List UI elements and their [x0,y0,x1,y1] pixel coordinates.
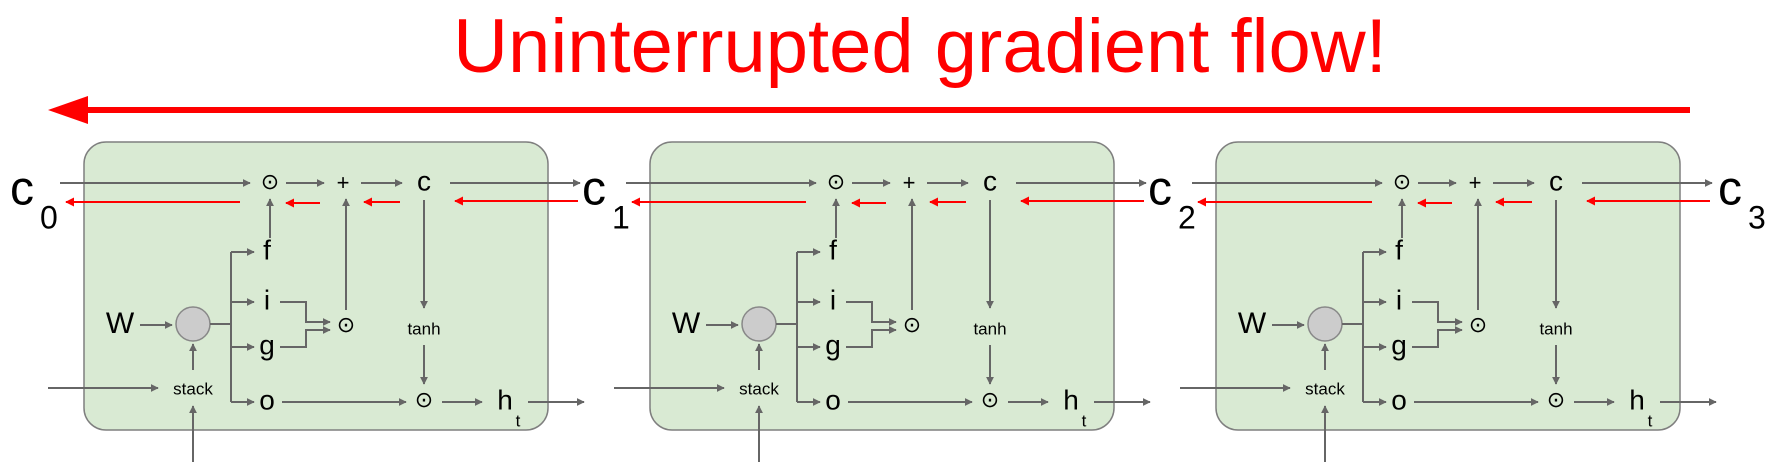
cell-state-subscript: 2 [1178,199,1196,235]
hidden-state-label: h [497,384,513,415]
cell-state-subscript: 3 [1748,199,1766,235]
weight-label: W [672,307,701,340]
stack-node [741,306,777,342]
gate-i-label: i [830,284,836,315]
gate-f-label: f [829,234,837,265]
tanh-label: tanh [1539,319,1572,338]
tanh-label: tanh [407,319,440,338]
cell-box [83,141,549,431]
g-to-mult-arrow [280,326,331,348]
gate-f-label: f [263,234,271,265]
cell-state-label: c [1549,165,1563,196]
gate-g-label: g [1391,329,1407,360]
input-multiply-icon: ⊙ [1469,312,1487,337]
gate-g-label: g [259,329,275,360]
stack-label: stack [739,379,779,398]
i-to-mult-arrow [1412,301,1463,326]
input-multiply-icon: ⊙ [903,312,921,337]
stack-label: stack [1305,379,1345,398]
forget-multiply-icon: ⊙ [1393,169,1411,194]
backward-gradient-arrow [48,96,1690,124]
gate-g-label: g [825,329,841,360]
cell-state-label: c [417,165,431,196]
cell-state-main: c [582,163,606,216]
gate-i-label: i [1396,284,1402,315]
output-multiply-icon: ⊙ [415,387,433,412]
plus-icon: + [1469,170,1482,195]
g-to-mult-arrow [1412,326,1463,348]
gate-i-label: i [264,284,270,315]
i-to-mult-arrow [846,301,897,326]
weight-label: W [106,307,135,340]
cell-state-1: c1 [582,163,630,236]
plus-icon: + [337,170,350,195]
stack-label: stack [173,379,213,398]
hidden-state-subscript: t [1082,411,1087,430]
stack-node [175,306,211,342]
hidden-state-label: h [1629,384,1645,415]
g-to-mult-arrow [846,326,897,348]
i-to-mult-arrow [280,301,331,326]
cell-state-3: c3 [1718,163,1766,236]
stack-node [1307,306,1343,342]
title: Uninterrupted gradient flow! [453,4,1387,89]
output-multiply-icon: ⊙ [981,387,999,412]
cell-state-0: c0 [10,163,58,236]
forget-multiply-icon: ⊙ [261,169,279,194]
cell-box [1215,141,1681,431]
cell-state-main: c [1718,163,1742,216]
cell-box [649,141,1115,431]
cell-state-subscript: 0 [40,199,58,235]
cell-state-main: c [1148,163,1172,216]
input-multiply-icon: ⊙ [337,312,355,337]
hidden-state-subscript: t [1648,411,1653,430]
gate-f-label: f [1395,234,1403,265]
forget-multiply-icon: ⊙ [827,169,845,194]
hidden-state-label: h [1063,384,1079,415]
weight-label: W [1238,307,1267,340]
cell-state-label: c [983,165,997,196]
cell-state-2: c2 [1148,163,1196,236]
cell-state-main: c [10,163,34,216]
gate-o-label: o [259,384,275,415]
output-multiply-icon: ⊙ [1547,387,1565,412]
gate-o-label: o [825,384,841,415]
hidden-state-subscript: t [516,411,521,430]
plus-icon: + [903,170,916,195]
tanh-label: tanh [973,319,1006,338]
gate-o-label: o [1391,384,1407,415]
cell-state-subscript: 1 [612,199,630,235]
